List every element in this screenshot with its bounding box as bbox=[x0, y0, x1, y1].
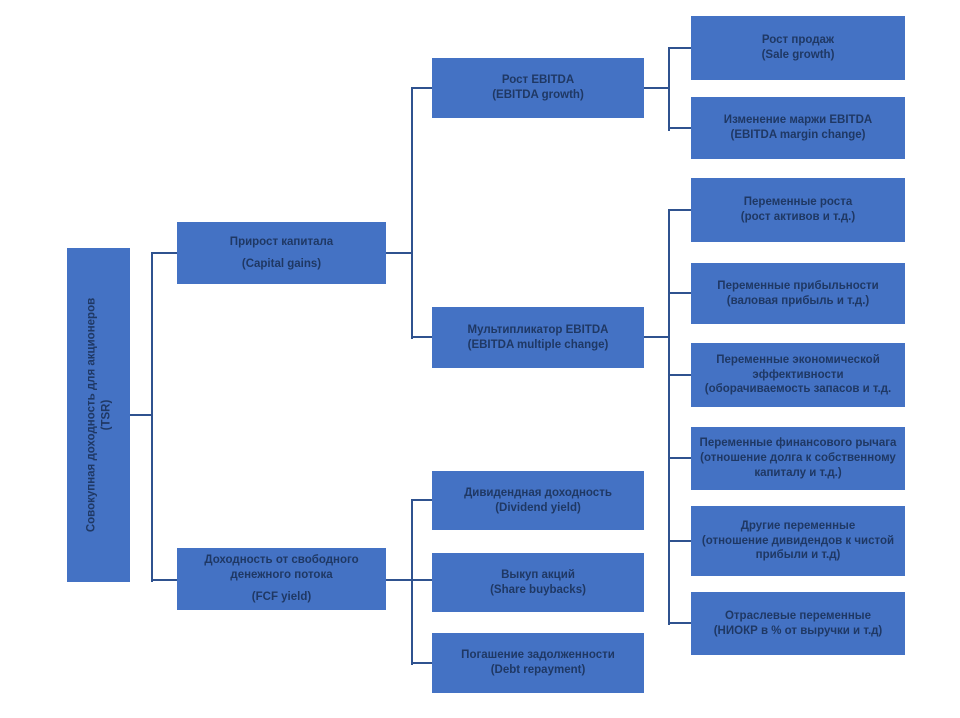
node-industry-variables: Отраслевые переменные (НИОКР в % от выру… bbox=[691, 592, 905, 655]
node-label-ru: Переменные прибыльности bbox=[717, 279, 879, 292]
connector-to-efficiency-vars bbox=[668, 374, 691, 376]
node-ebitda-multiple-change: Мультипликатор EBITDA (EBITDA multiple c… bbox=[432, 307, 644, 368]
connector-to-ebitda-growth bbox=[411, 87, 432, 89]
connector-ebitda-growth-trunk bbox=[644, 87, 670, 89]
connector-ebitda-multiple-vertical bbox=[668, 209, 670, 625]
node-tsr-root: Совокупная доходность для акционеров (TS… bbox=[67, 248, 130, 582]
connector-capital-trunk bbox=[386, 252, 412, 254]
node-label-en: (оборачиваемость запасов и т.д. bbox=[704, 383, 892, 396]
node-label-ru: Переменные финансового рычага bbox=[699, 437, 897, 450]
node-label-en: (валовая прибыль и т.д.) bbox=[726, 294, 870, 307]
node-label-ru: Выкуп акций bbox=[501, 568, 575, 581]
node-label-ru: Другие переменные bbox=[740, 519, 856, 532]
connector-to-margin-change bbox=[668, 127, 691, 129]
node-label-en: (Capital gains) bbox=[241, 257, 322, 270]
node-label-ru: Совокупная доходность для акционеров bbox=[84, 297, 97, 533]
node-growth-variables: Переменные роста (рост активов и т.д.) bbox=[691, 178, 905, 242]
node-debt-repayment: Погашение задолженности (Debt repayment) bbox=[432, 633, 644, 693]
node-label-en: (отношение долга к собственному капиталу… bbox=[700, 452, 896, 479]
node-label-ru: Переменные экономической эффективности bbox=[716, 353, 880, 381]
node-label-en: (Sale growth) bbox=[761, 49, 835, 61]
node-label-ru: Изменение маржи EBITDA bbox=[723, 114, 873, 127]
connector-to-other-vars bbox=[668, 540, 691, 542]
node-tsr-label-wrap: Совокупная доходность для акционеров (TS… bbox=[67, 248, 130, 582]
node-label-ru: Рост EBITDA bbox=[501, 74, 575, 87]
node-label-en: (отношение дивидендов к чистой прибыли и… bbox=[701, 534, 895, 562]
node-profitability-variables: Переменные прибыльности (валовая прибыль… bbox=[691, 263, 905, 324]
node-other-variables: Другие переменные (отношение дивидендов … bbox=[691, 506, 905, 576]
node-ebitda-growth: Рост EBITDA (EBITDA growth) bbox=[432, 58, 644, 118]
node-label-en: (Dividend yield) bbox=[495, 501, 581, 514]
node-label-en: (рост активов и т.д.) bbox=[740, 211, 856, 223]
node-label-en: (EBITDA margin change) bbox=[730, 129, 866, 141]
connector-to-sale-growth bbox=[668, 47, 691, 49]
node-label-ru: Отраслевые переменные bbox=[724, 609, 872, 622]
connector-to-growth-vars bbox=[668, 209, 691, 211]
node-label-ru: Дивидендная доходность bbox=[464, 486, 612, 499]
connector-root-vertical bbox=[151, 252, 153, 582]
connector-to-industry-vars bbox=[668, 622, 691, 624]
connector-ebitda-growth-vertical bbox=[668, 47, 670, 131]
connector-to-share-buybacks bbox=[411, 579, 432, 581]
connector-capital-vertical bbox=[411, 87, 413, 339]
connector-fcf-trunk bbox=[386, 579, 412, 581]
node-financial-leverage-variables: Переменные финансового рычага (отношение… bbox=[691, 427, 905, 490]
node-fcf-yield: Доходность от свободного денежного поток… bbox=[177, 548, 386, 610]
node-label-en: (НИОКР в % от выручки и т.д) bbox=[713, 624, 883, 637]
node-label-en: (EBITDA growth) bbox=[492, 89, 584, 101]
node-ebitda-margin-change: Изменение маржи EBITDA (EBITDA margin ch… bbox=[691, 97, 905, 159]
connector-to-dividend-yield bbox=[411, 499, 432, 501]
node-economic-efficiency-variables: Переменные экономической эффективности (… bbox=[691, 343, 905, 407]
connector-to-capital-gains bbox=[151, 252, 177, 254]
node-label-en: (Debt repayment) bbox=[490, 664, 586, 676]
node-label-en: (Share buybacks) bbox=[490, 583, 586, 596]
node-label-ru: Погашение задолженности bbox=[461, 649, 615, 662]
node-label-en: (TSR) bbox=[99, 399, 112, 431]
node-label-en: (FCF yield) bbox=[251, 590, 312, 603]
node-label-en: (EBITDA multiple change) bbox=[467, 338, 609, 351]
connector-to-leverage-vars bbox=[668, 457, 691, 459]
node-label-ru: Прирост капитала bbox=[229, 235, 334, 248]
connector-fcf-vertical bbox=[411, 499, 413, 665]
node-sale-growth: Рост продаж (Sale growth) bbox=[691, 16, 905, 80]
connector-to-debt-repayment bbox=[411, 662, 432, 664]
node-label-ru: Мультипликатор EBITDA bbox=[467, 323, 609, 336]
connector-to-profit-vars bbox=[668, 292, 691, 294]
connector-to-ebitda-multiple bbox=[411, 336, 432, 338]
connector-root-trunk bbox=[130, 414, 152, 416]
connector-to-fcf-yield bbox=[151, 579, 177, 581]
connector-ebitda-multiple-trunk bbox=[644, 336, 670, 338]
node-label-ru: Доходность от свободного денежного поток… bbox=[204, 554, 359, 582]
node-share-buybacks: Выкуп акций (Share buybacks) bbox=[432, 553, 644, 612]
node-label-ru: Рост продаж bbox=[761, 34, 835, 47]
node-label-ru: Переменные роста bbox=[743, 196, 853, 209]
node-capital-gains: Прирост капитала (Capital gains) bbox=[177, 222, 386, 284]
node-dividend-yield: Дивидендная доходность (Dividend yield) bbox=[432, 471, 644, 530]
